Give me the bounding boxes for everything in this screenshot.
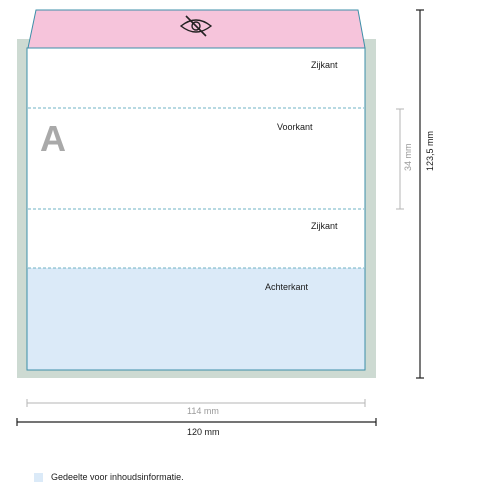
dimension-front-height: 34 mm	[396, 108, 413, 210]
dimension-inner-width-label: 114 mm	[187, 406, 219, 416]
big-letter-a: A	[40, 118, 66, 159]
eye-slash-icon	[179, 15, 213, 37]
dimension-height-label: 123,5 mm	[425, 131, 435, 171]
dimension-outer-width: 120 mm	[16, 418, 377, 437]
dimension-height: 123,5 mm	[416, 9, 435, 379]
content-area	[27, 268, 365, 370]
top-flap	[27, 9, 366, 49]
label-achterkant: Achterkant	[265, 282, 309, 292]
dimension-front-height-label: 34 mm	[403, 143, 413, 171]
dimension-outer-width-label: 120 mm	[187, 427, 220, 437]
label-zijkant-bottom: Zijkant	[311, 221, 338, 231]
label-voorkant: Voorkant	[277, 122, 313, 132]
legend: Gedeelte voor inhoudsinformatie.	[34, 472, 184, 482]
dimension-inner-width: 114 mm	[26, 399, 366, 416]
label-zijkant-top: Zijkant	[311, 60, 338, 70]
legend-text: Gedeelte voor inhoudsinformatie.	[51, 472, 184, 482]
legend-swatch	[34, 472, 43, 482]
